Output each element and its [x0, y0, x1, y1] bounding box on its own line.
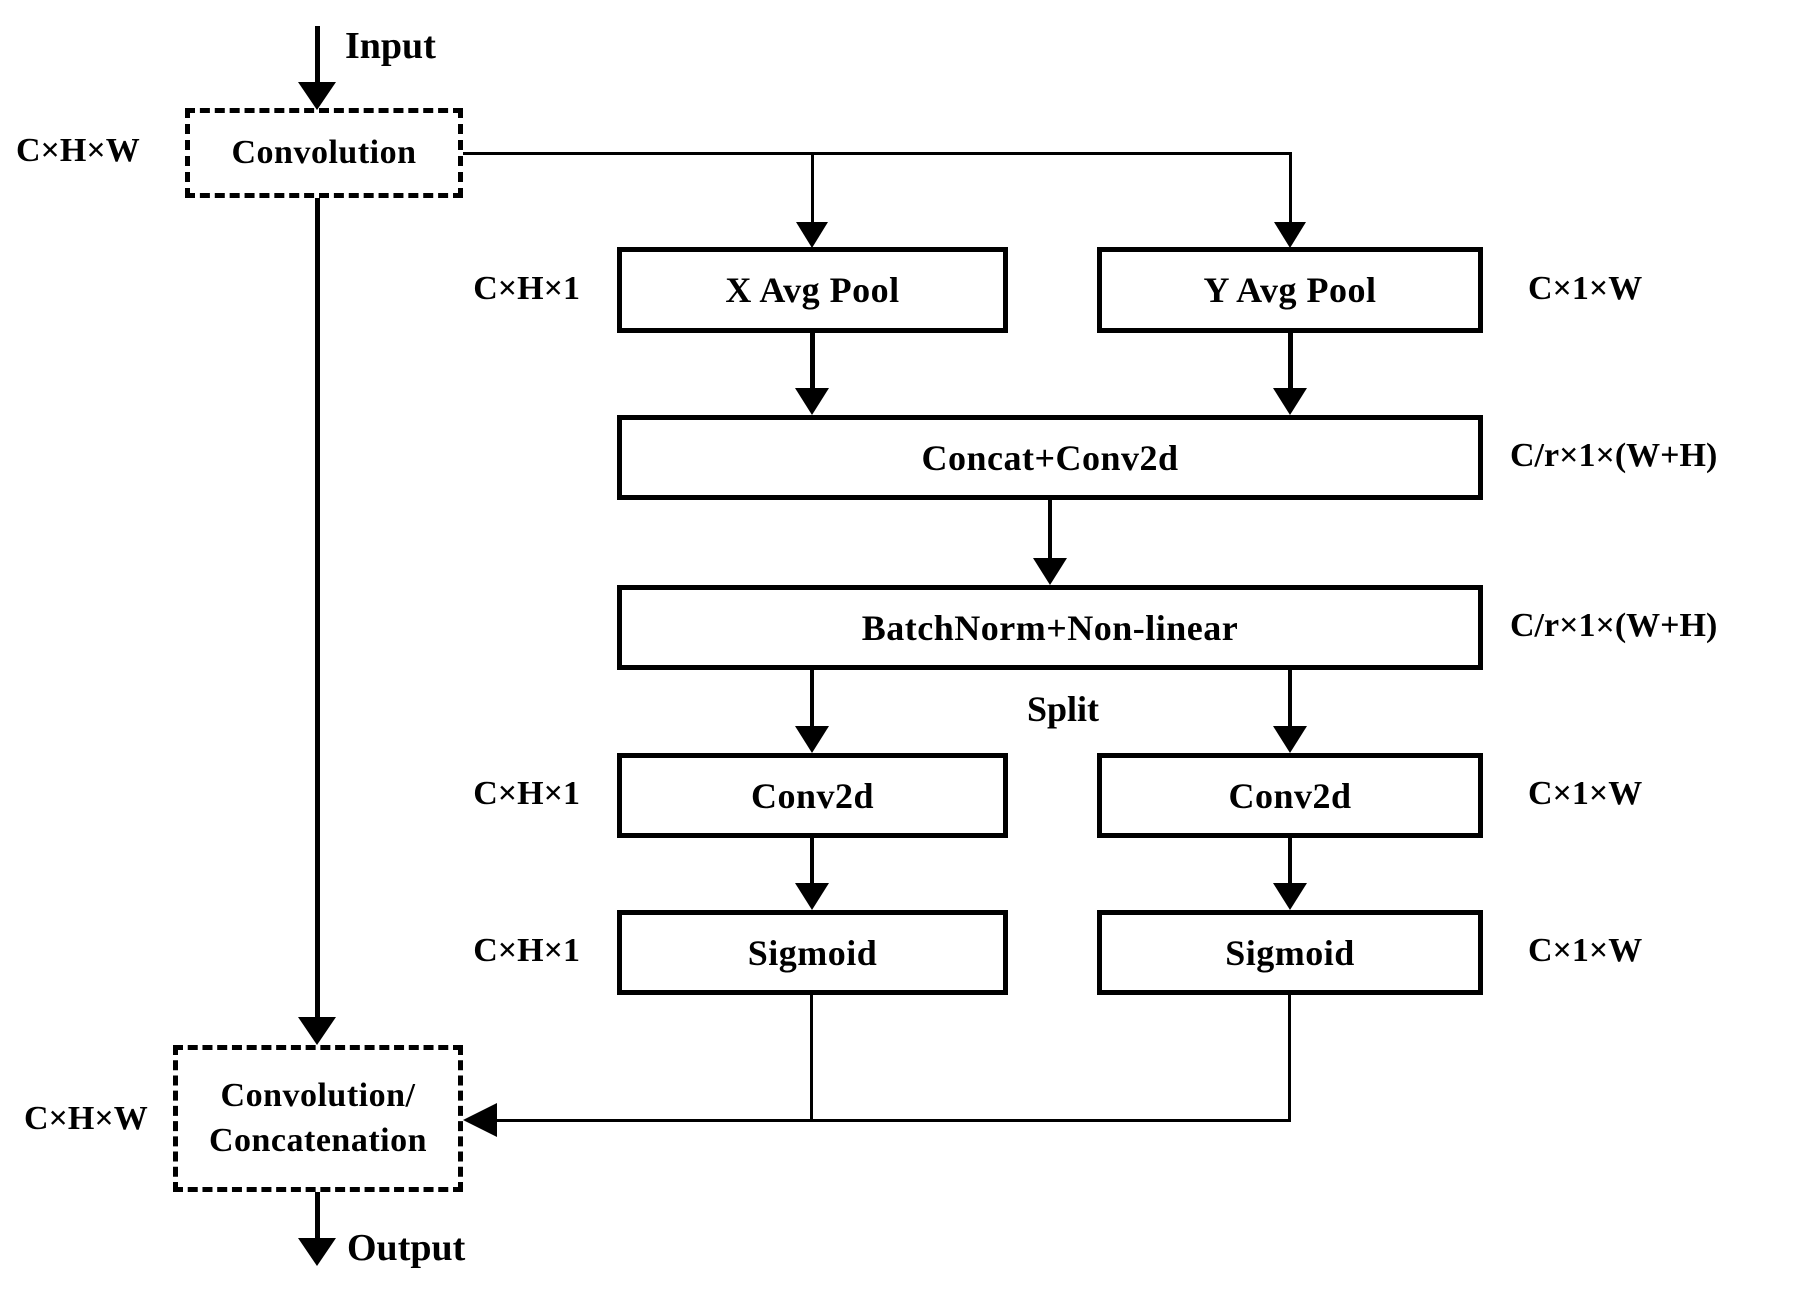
dim-c1w-sigmoid: C×1×W	[1528, 932, 1643, 969]
batchnorm-to-conv2d-right-arrowhead-icon	[1273, 726, 1307, 753]
node-batchnorm-nonlinear: BatchNorm+Non-linear	[617, 585, 1483, 670]
branch-line-y-pool	[1289, 152, 1292, 225]
node-convolution: Convolution	[185, 108, 463, 198]
output-arrowhead-icon	[298, 1238, 336, 1266]
dim-cr-batchnorm: C/r×1×(W+H)	[1510, 607, 1718, 644]
input-label: Input	[345, 25, 436, 67]
batchnorm-to-conv2d-right-line	[1288, 670, 1292, 728]
collector-line	[495, 1119, 1291, 1122]
dim-chx1-pool: C×H×1	[473, 270, 580, 307]
concat-to-batchnorm-arrowhead-icon	[1033, 558, 1067, 585]
node-batchnorm-nonlinear-label: BatchNorm+Non-linear	[861, 607, 1239, 648]
node-x-avg-pool: X Avg Pool	[617, 247, 1008, 333]
dim-chx1-conv2d: C×H×1	[473, 775, 580, 812]
split-label: Split	[1026, 689, 1100, 729]
batchnorm-to-conv2d-left-arrowhead-icon	[795, 726, 829, 753]
node-concat-conv2d-label: Concat+Conv2d	[921, 437, 1179, 478]
sigmoid-right-output-line	[1288, 995, 1291, 1122]
dim-c1w-conv2d: C×1×W	[1528, 775, 1643, 812]
conv2d-to-sigmoid-left-line	[810, 838, 814, 885]
collector-arrowhead-icon	[463, 1103, 497, 1137]
node-y-avg-pool-label: Y Avg Pool	[1203, 270, 1377, 310]
skip-connection-arrowhead-icon	[298, 1017, 336, 1045]
skip-connection-line	[315, 198, 320, 1017]
node-conv2d-left-label: Conv2d	[750, 775, 875, 816]
node-convolution-label: Convolution	[231, 133, 417, 171]
node-conv2d-right: Conv2d	[1097, 753, 1483, 838]
input-arrowhead-icon	[298, 82, 336, 110]
top-connector-line	[463, 152, 1292, 155]
node-concat-conv2d: Concat+Conv2d	[617, 415, 1483, 500]
xpool-to-concat-line	[810, 333, 815, 390]
node-conv2d-left: Conv2d	[617, 753, 1008, 838]
node-sigmoid-left-label: Sigmoid	[747, 932, 878, 973]
dim-chx1-sigmoid: C×H×1	[473, 932, 580, 969]
ypool-to-concat-arrowhead-icon	[1273, 388, 1307, 415]
xpool-to-concat-arrowhead-icon	[795, 388, 829, 415]
conv2d-to-sigmoid-right-arrowhead-icon	[1273, 883, 1307, 910]
conv2d-to-sigmoid-left-arrowhead-icon	[795, 883, 829, 910]
output-label: Output	[347, 1227, 466, 1269]
node-sigmoid-right-label: Sigmoid	[1225, 932, 1355, 973]
dim-cr-concat: C/r×1×(W+H)	[1510, 437, 1718, 474]
ypool-to-concat-line	[1288, 333, 1293, 390]
dim-c1w-pool: C×1×W	[1528, 270, 1643, 307]
node-sigmoid-right: Sigmoid	[1097, 910, 1483, 995]
branch-line-x-pool	[811, 152, 814, 225]
node-y-avg-pool: Y Avg Pool	[1097, 247, 1483, 333]
sigmoid-left-output-line	[810, 995, 813, 1122]
conv2d-to-sigmoid-right-line	[1288, 838, 1292, 885]
branch-arrowhead-y-pool-icon	[1274, 222, 1306, 248]
dim-chw-bottom: C×H×W	[24, 1100, 148, 1137]
output-arrow-line	[315, 1192, 320, 1240]
branch-arrowhead-x-pool-icon	[796, 222, 828, 248]
node-conv2d-right-label: Conv2d	[1228, 775, 1352, 816]
concat-to-batchnorm-line	[1048, 500, 1052, 560]
node-sigmoid-left: Sigmoid	[617, 910, 1008, 995]
node-x-avg-pool-label: X Avg Pool	[725, 270, 900, 310]
batchnorm-to-conv2d-left-line	[810, 670, 814, 728]
input-arrow-line	[315, 26, 320, 84]
dim-chw-top: C×H×W	[16, 132, 140, 169]
node-conv-concat-label-line1: Convolution/	[220, 1076, 416, 1114]
node-convolution-concatenation: Convolution/ Concatenation	[173, 1045, 463, 1192]
node-conv-concat-label-line2: Concatenation	[208, 1121, 428, 1159]
